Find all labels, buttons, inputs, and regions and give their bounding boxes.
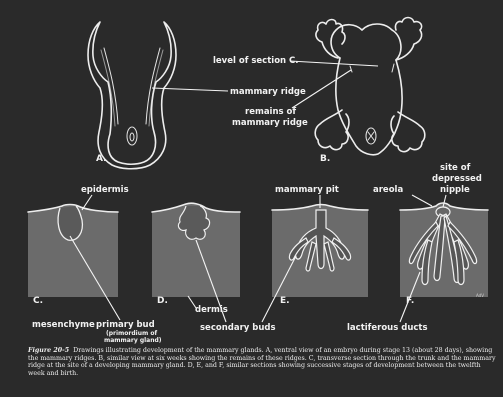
leader-level-of-section [290, 61, 378, 66]
embryo-b: B. [315, 18, 425, 165]
panel-label-c: C. [33, 296, 43, 306]
label-secondary-buds: secondary buds [200, 323, 276, 333]
figure-caption: Figure 20-5 Drawings illustrating develo… [28, 347, 498, 377]
panel-label-d: D. [157, 296, 168, 306]
embryo-a-cord-inner [130, 133, 134, 141]
label-mesenchyme: mesenchyme [32, 320, 95, 330]
leader-epidermis [82, 195, 92, 210]
label-primary-bud: primary bud [96, 320, 155, 330]
embryo-b-left-hand [316, 20, 345, 59]
panel-label-a: A. [96, 154, 107, 164]
section-f: F. AdV [400, 203, 488, 306]
panel-label-e: E. [280, 296, 290, 306]
section-c: C. [28, 205, 118, 307]
leader-areola [412, 195, 432, 206]
caption-text: Drawings illustrating development of the… [28, 347, 496, 377]
label-epidermis: epidermis [81, 185, 129, 195]
label-nipple-3: nipple [440, 185, 470, 195]
label-primordium-2: mammary gland) [104, 337, 162, 344]
embryo-a-ridge-right [146, 48, 160, 124]
embryo-a-outline [88, 22, 176, 169]
panel-label-b: B. [320, 154, 330, 164]
label-lactiferous-ducts: lactiferous ducts [347, 323, 428, 333]
embryo-a: A. [88, 22, 176, 169]
section-e: E. [272, 205, 368, 307]
label-mammary-ridge: mammary ridge [230, 87, 306, 97]
section-d: D. [152, 203, 240, 306]
label-primordium-1: (primordium of [106, 330, 157, 337]
label-areola: areola [373, 185, 403, 195]
label-remains-1: remains of [245, 107, 296, 117]
artist-signature: AdV [476, 293, 484, 298]
section-c-bud [58, 206, 82, 240]
embryo-a-cord [127, 127, 137, 145]
embryo-b-head [331, 24, 401, 60]
label-mammary-pit: mammary pit [275, 185, 339, 195]
caption-figure-number: Figure 20-5 [28, 347, 69, 354]
embryo-b-ridge-right [392, 64, 394, 72]
embryo-b-cord-detail [368, 132, 374, 140]
label-remains-2: mammary ridge [232, 118, 308, 128]
leader-dermis [188, 296, 196, 308]
label-nipple-1: site of [440, 163, 471, 173]
label-nipple-2: depressed [432, 174, 482, 184]
label-level-of-section: level of section C. [213, 56, 299, 66]
embryo-b-left-foot [315, 110, 349, 150]
